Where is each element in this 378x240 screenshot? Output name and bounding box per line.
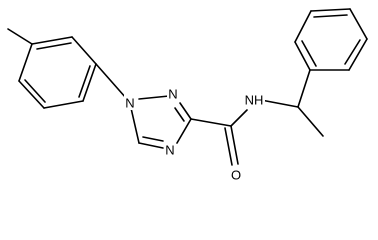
bond-phenyl-2 [294,10,312,43]
bond-ch-methyl [297,106,324,137]
bond-c5-n1 [130,107,140,144]
atom-label-n1: N [125,96,134,111]
bond-phenyl-5-inner [344,39,361,65]
bond-n1-n2 [138,95,170,100]
label-bg-n2 [167,85,179,101]
atom-label-amide-nh: NH [245,93,264,108]
structure-canvas: N N N NH O [7,8,368,183]
bond-tolyl-4 [43,100,84,109]
bond-n4-c5-inner [142,136,164,142]
atom-label-n4: N [165,143,174,158]
atom-label-n2: N [168,87,177,102]
bond-c3-n4 [176,118,192,144]
label-bg-nh [243,91,265,107]
bond-phenyl-3 [310,8,351,12]
bond-carbonyl-o [230,125,239,165]
bond-phenyl-5 [348,38,368,71]
bond-n4-c5 [138,142,164,149]
bond-ch-phenyl [297,69,311,108]
bond-phenyl-1 [294,41,311,71]
bond-tolyl-5 [18,80,45,109]
bond-carbonyl-nh [230,109,248,127]
bond-c3-carbonyl [190,118,232,127]
label-bg-o [230,166,242,182]
bond-tolyl-3-inner [78,65,91,98]
triazole-ring [130,95,192,149]
tolyl-ring [18,36,97,109]
bond-tolyl-5-inner [24,79,46,103]
bond-tolyl-3 [82,63,97,102]
bond-phenyl-3-inner [313,14,348,18]
label-bg-n4 [164,141,176,157]
bond-methyl [7,28,33,45]
atom-label-carbonyl-o: O [231,168,241,183]
bond-nh-ch [260,99,299,108]
bond-phenyl-4 [349,8,368,40]
bond-tolyl-6 [18,43,33,82]
bond-n2-c3 [179,102,192,120]
bond-carbonyl-o-inner [224,127,233,166]
bond-tolyl-2 [71,36,97,65]
bond-n2-c3-inner [174,107,185,122]
bond-aryl-n1 [95,63,127,99]
bond-tolyl-1 [31,36,73,45]
molecule-drawing: N N N NH O [7,8,368,183]
bond-tolyl-1-inner [36,42,72,50]
phenyl-ring [294,8,368,71]
label-bg-n1 [124,94,136,110]
bond-phenyl-1-inner [301,40,317,67]
